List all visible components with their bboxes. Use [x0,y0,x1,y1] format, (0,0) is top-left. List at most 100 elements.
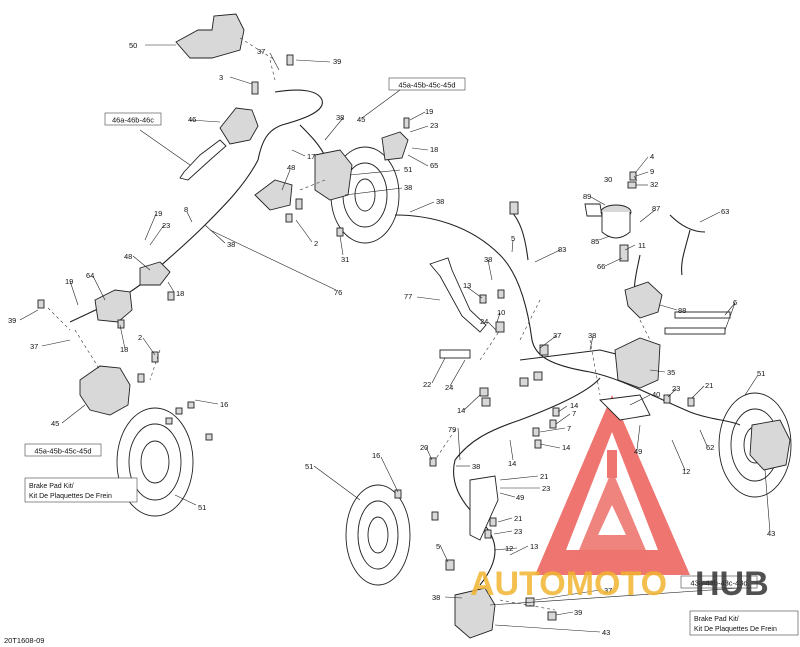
callout: 51 [305,462,313,471]
callout: 51 [404,165,412,174]
callout: 49 [516,493,524,502]
callout: 21 [705,381,713,390]
callout: 89 [583,192,591,201]
callout: 39 [574,608,582,617]
callout: 6 [733,298,737,307]
callout: 66 [597,262,605,271]
callout: 85 [591,237,599,246]
callout: 18 [430,145,438,154]
callout: 2 [138,333,142,342]
callout: 65 [430,161,438,170]
callout: 38 [404,183,412,192]
parts [37,13,791,639]
callout: 46 [188,115,196,124]
callout: 17 [307,152,315,161]
ref-label-45-left: 45a-45b-45c-45d [34,447,91,456]
callout: 51 [757,369,765,378]
callout: 38 [588,331,596,340]
callout: 35 [667,368,675,377]
callout: 77 [404,292,412,301]
callout: 43 [767,529,775,538]
callout: 38 [432,593,440,602]
reference-boxes: 45a-45b-45c-45d 46a-46b-46c 45a-45b-45c-… [24,77,799,636]
callout: 23 [672,384,680,393]
kit-label-right-line2: Kit De Plaquettes De Frein [694,626,777,633]
callout: 37 [257,47,265,56]
kit-label-left-line1: Brake Pad Kit/ [29,483,74,490]
callout: 19 [425,107,433,116]
callout: 14 [457,406,465,415]
leader-lines [19,44,771,633]
callout: 14 [508,459,516,468]
kit-label-right-line1: Brake Pad Kit/ [694,616,739,623]
callout: 38 [436,197,444,206]
callout: 20 [420,443,428,452]
callout: 32 [650,180,658,189]
callout: 49 [634,447,642,456]
callout: 7 [572,409,576,418]
callout: 13 [530,542,538,551]
callout: 10 [497,308,505,317]
callout: 21 [540,472,548,481]
callout: 39 [333,57,341,66]
callout: 37 [553,331,561,340]
callout: 79 [448,425,456,434]
callout: 24 [480,317,488,326]
callout: 18 [176,289,184,298]
ref-label-45-top: 45a-45b-45c-45d [398,81,455,90]
callout: 45 [357,115,365,124]
callout: 38 [336,113,344,122]
watermark-text: AUTOMOTO HUB [470,565,769,603]
callout: 76 [334,288,342,297]
watermark-text-part2: HUB [695,565,769,603]
callout: 88 [678,306,686,315]
callout: 48 [287,163,295,172]
callout: 9 [650,167,654,176]
callout: 16 [220,400,228,409]
callout: 37 [30,342,38,351]
callout: 30 [604,175,612,184]
callout: 45 [51,419,59,428]
callout: 23 [514,527,522,536]
callout: 38 [472,462,480,471]
callout-numbers: 50 37 39 3 46 45 38 19 23 18 65 17 48 51… [8,41,775,637]
callout: 40 [652,390,660,399]
callout: 16 [372,451,380,460]
callout: 12 [505,544,513,553]
callout: 37 [604,586,612,595]
callout: 50 [129,41,137,50]
callout: 19 [154,209,162,218]
ref-label-43: 43a-43b-43c-43d [690,579,747,588]
callout: 62 [706,443,714,452]
callout: 2 [314,239,318,248]
kit-label-left-line2: Kit De Plaquettes De Frein [29,493,112,500]
callout: 48 [124,252,132,261]
callout: 23 [162,221,170,230]
callout: 63 [721,207,729,216]
callout: 12 [682,467,690,476]
callout: 87 [652,204,660,213]
callout: 24 [445,383,453,392]
callout: 3 [219,73,223,82]
callout: 43 [602,628,610,637]
callout: 21 [514,514,522,523]
callout: 51 [198,503,206,512]
callout: 23 [542,484,550,493]
alignment-lines [47,37,651,611]
callout: 5 [511,234,515,243]
watermark-logo [535,395,690,575]
brake-disc-center [345,484,411,586]
callout: 7 [567,424,571,433]
watermark-text-part1: AUTOMOTO [470,565,667,603]
callout: 38 [484,255,492,264]
ref-label-46: 46a-46b-46c [112,116,154,125]
callout: 19 [65,277,73,286]
callout: 64 [86,271,94,280]
callout: 14 [562,443,570,452]
callout: 22 [423,380,431,389]
callout: 38 [227,240,235,249]
callout: 8 [184,205,188,214]
callout: 11 [638,241,646,250]
figure-code: 20T1608-09 [4,636,44,645]
